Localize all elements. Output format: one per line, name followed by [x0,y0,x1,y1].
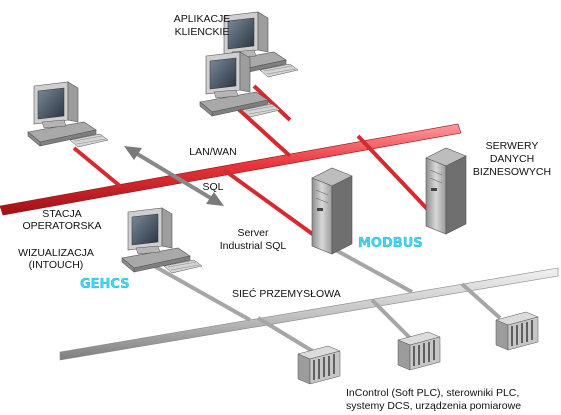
lan-drop-cables [72,84,434,240]
visualization-label-2: (INTOUCH) [29,259,84,271]
visualization-label-1: WIZUALIZACJA [18,247,94,259]
client-apps-label-1: APLIKACJE [174,13,231,25]
devices-label-2: systemy DCS, urządzenia pomiarowe [346,400,521,412]
industrial-sql-label-1: Server [238,227,269,239]
operator-workstation-left [27,81,109,148]
industrial-sql-server-tower [311,167,353,255]
lan-wan-label: LAN/WAN [189,146,236,158]
business-data-server-tower [425,147,467,235]
lan-wan-bus [0,123,462,216]
business-servers-label-3: BIZNESOWYCH [473,166,551,178]
industrial-sql-label-2: Industrial SQL [220,240,287,252]
business-servers-label-2: DANYCH [490,153,534,165]
industrial-network-bus [59,267,559,361]
sql-link-arrow [124,146,224,206]
sql-label: SQL [202,181,223,193]
operator-station-label-1: STACJA [42,208,81,220]
modbus-label: MODBUS [358,236,423,251]
gehcs-label: GEHCS [80,277,130,292]
operator-station-label-2: OPERATORSKA [23,220,102,232]
plc-rack-1 [297,345,341,385]
client-apps-label-2: KLIENCKIE [175,26,230,38]
industrial-drop-cables [139,246,502,354]
industrial-network-label: SIEĆ PRZEMYSŁOWA [232,287,341,300]
devices-label-1: InControl (Soft PLC), sterowniki PLC, [346,387,519,399]
intouch-workstation [121,207,203,274]
business-servers-label-1: SERWERY [486,140,539,152]
plc-rack-2 [397,331,441,371]
plc-rack-3 [495,311,539,351]
